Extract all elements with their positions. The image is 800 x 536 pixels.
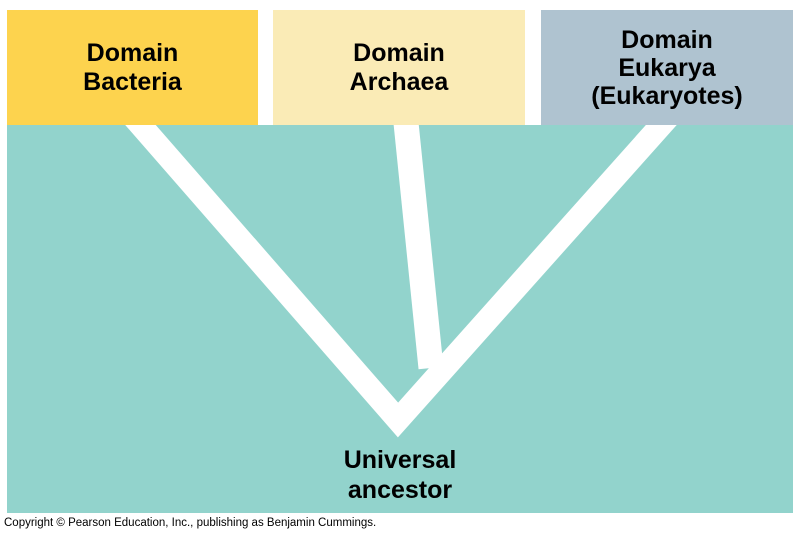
- archaea-branch-line: [393, 125, 444, 370]
- bacteria-eukarya-branch-v: [125, 125, 677, 438]
- domain-box-eukarya: Domain Eukarya (Eukaryotes): [541, 10, 793, 125]
- domain-archaea-label: Domain Archaea: [349, 38, 449, 96]
- domain-box-archaea: Domain Archaea: [273, 10, 525, 125]
- universal-ancestor-label: Universal ancestor: [343, 446, 457, 504]
- domain-bacteria-label: Domain Bacteria: [83, 38, 182, 96]
- domain-eukarya-label: Domain Eukarya (Eukaryotes): [591, 25, 743, 110]
- tree-branches-graphic: [125, 125, 677, 438]
- domain-box-bacteria: Domain Bacteria: [7, 10, 258, 125]
- tree-background: Universal ancestor: [7, 125, 793, 513]
- copyright-text: Copyright © Pearson Education, Inc., pub…: [4, 517, 377, 529]
